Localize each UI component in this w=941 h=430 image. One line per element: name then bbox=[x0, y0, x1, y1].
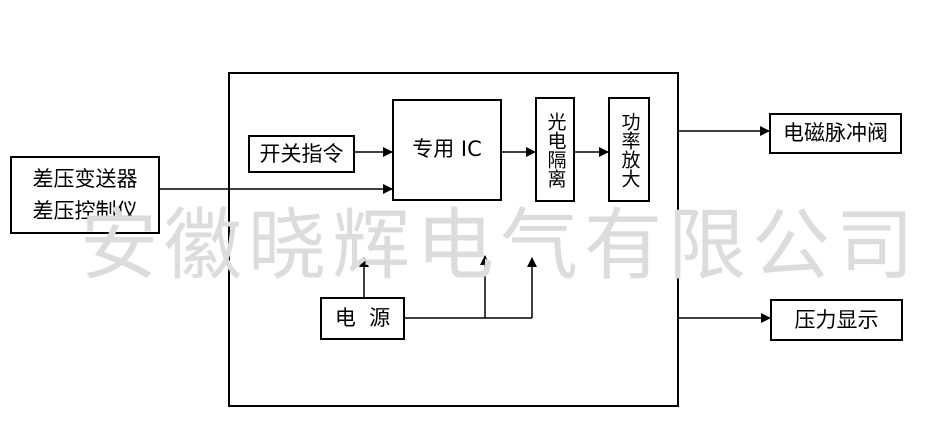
switch-command-box: 开关指令 bbox=[248, 135, 355, 173]
pressure-display-box: 压力显示 bbox=[770, 299, 903, 341]
power-amp-label: 功率放大 bbox=[618, 111, 641, 188]
power-amp-box: 功率放大 bbox=[608, 97, 650, 202]
valve-output-label: 电磁脉冲阀 bbox=[783, 121, 888, 145]
power-supply-box: 电 源 bbox=[320, 297, 405, 340]
controller-enclosure bbox=[228, 72, 679, 407]
input-label-line1: 差压变送器 bbox=[32, 166, 138, 191]
optocoupler-box: 光电隔离 bbox=[535, 97, 575, 202]
input-label-line2: 差压控制仪 bbox=[32, 198, 138, 223]
asic-box: 专用 IC bbox=[392, 99, 502, 201]
asic-label: 专用 IC bbox=[412, 136, 482, 161]
input-source-box: 差压变送器 差压控制仪 bbox=[10, 156, 160, 234]
valve-output-box: 电磁脉冲阀 bbox=[769, 113, 902, 154]
power-supply-label: 电 源 bbox=[334, 306, 391, 330]
switch-command-label: 开关指令 bbox=[259, 141, 344, 166]
pressure-display-label: 压力显示 bbox=[794, 307, 879, 332]
optocoupler-label: 光电隔离 bbox=[544, 111, 567, 188]
